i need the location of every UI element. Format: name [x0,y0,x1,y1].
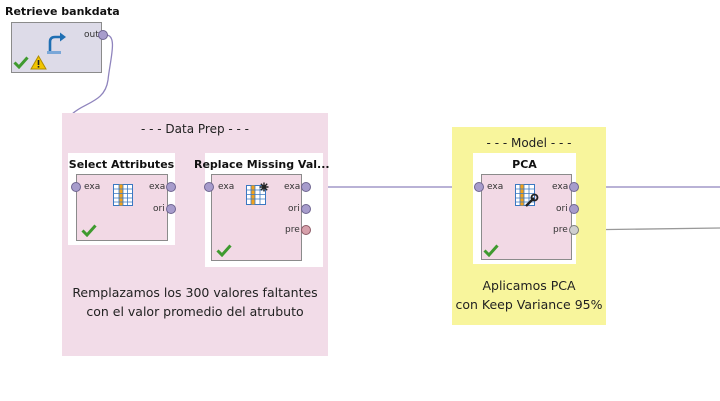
group-title-data-prep: - - - Data Prep - - - [140,122,250,136]
group-note-data-prep: Remplazamos los 300 valores faltantes co… [62,283,328,321]
operator-body[interactable] [11,22,102,73]
port-label-out-exa: exa [284,182,301,192]
table-star-icon [246,182,269,205]
check-icon [216,244,232,257]
port-out-pre[interactable] [301,225,311,235]
note-line-1: Aplicamos PCA [482,278,576,293]
retrieve-arrow-icon [47,32,66,54]
operator-title: PCA [512,158,537,171]
note-line-1: Remplazamos los 300 valores faltantes [72,285,318,300]
port-in-exa[interactable] [474,182,484,192]
port-in-exa[interactable] [204,182,214,192]
port-label-in-exa: exa [218,182,235,192]
port-out-ori[interactable] [569,204,579,214]
port-label-in-exa: exa [84,182,101,192]
port-in-exa[interactable] [71,182,81,192]
operator-title: Replace Missing Val... [194,158,330,171]
table-icon [113,184,133,206]
operator-title: Retrieve bankdata [5,5,120,18]
port-label-out-exa: exa [149,182,166,192]
note-line-2: con el valor promedio del atrubuto [86,304,304,319]
operator-title: Select Attributes [68,158,175,171]
check-icon [483,244,499,257]
port-label-out-exa: exa [552,182,569,192]
check-icon [81,224,97,237]
port-label-out-pre: pre [285,225,300,235]
group-title-model: - - - Model - - - [486,136,572,150]
group-note-model: Aplicamos PCA con Keep Variance 95% [452,276,606,314]
table-wrench-icon [515,184,539,207]
port-out-ori[interactable] [166,204,176,214]
port-label-out-ori: ori [153,204,165,214]
port-label-out-pre: pre [553,225,568,235]
port-label-in-exa: exa [487,182,504,192]
port-label-out-ori: ori [288,204,300,214]
port-label-out: out [84,30,99,40]
warning-icon [30,55,47,70]
port-out[interactable] [98,30,108,40]
note-line-2: con Keep Variance 95% [455,297,603,312]
port-out-exa[interactable] [301,182,311,192]
check-icon [13,56,29,69]
port-out-exa[interactable] [166,182,176,192]
port-out-exa[interactable] [569,182,579,192]
port-out-pre[interactable] [569,225,579,235]
port-out-ori[interactable] [301,204,311,214]
port-label-out-ori: ori [556,204,568,214]
